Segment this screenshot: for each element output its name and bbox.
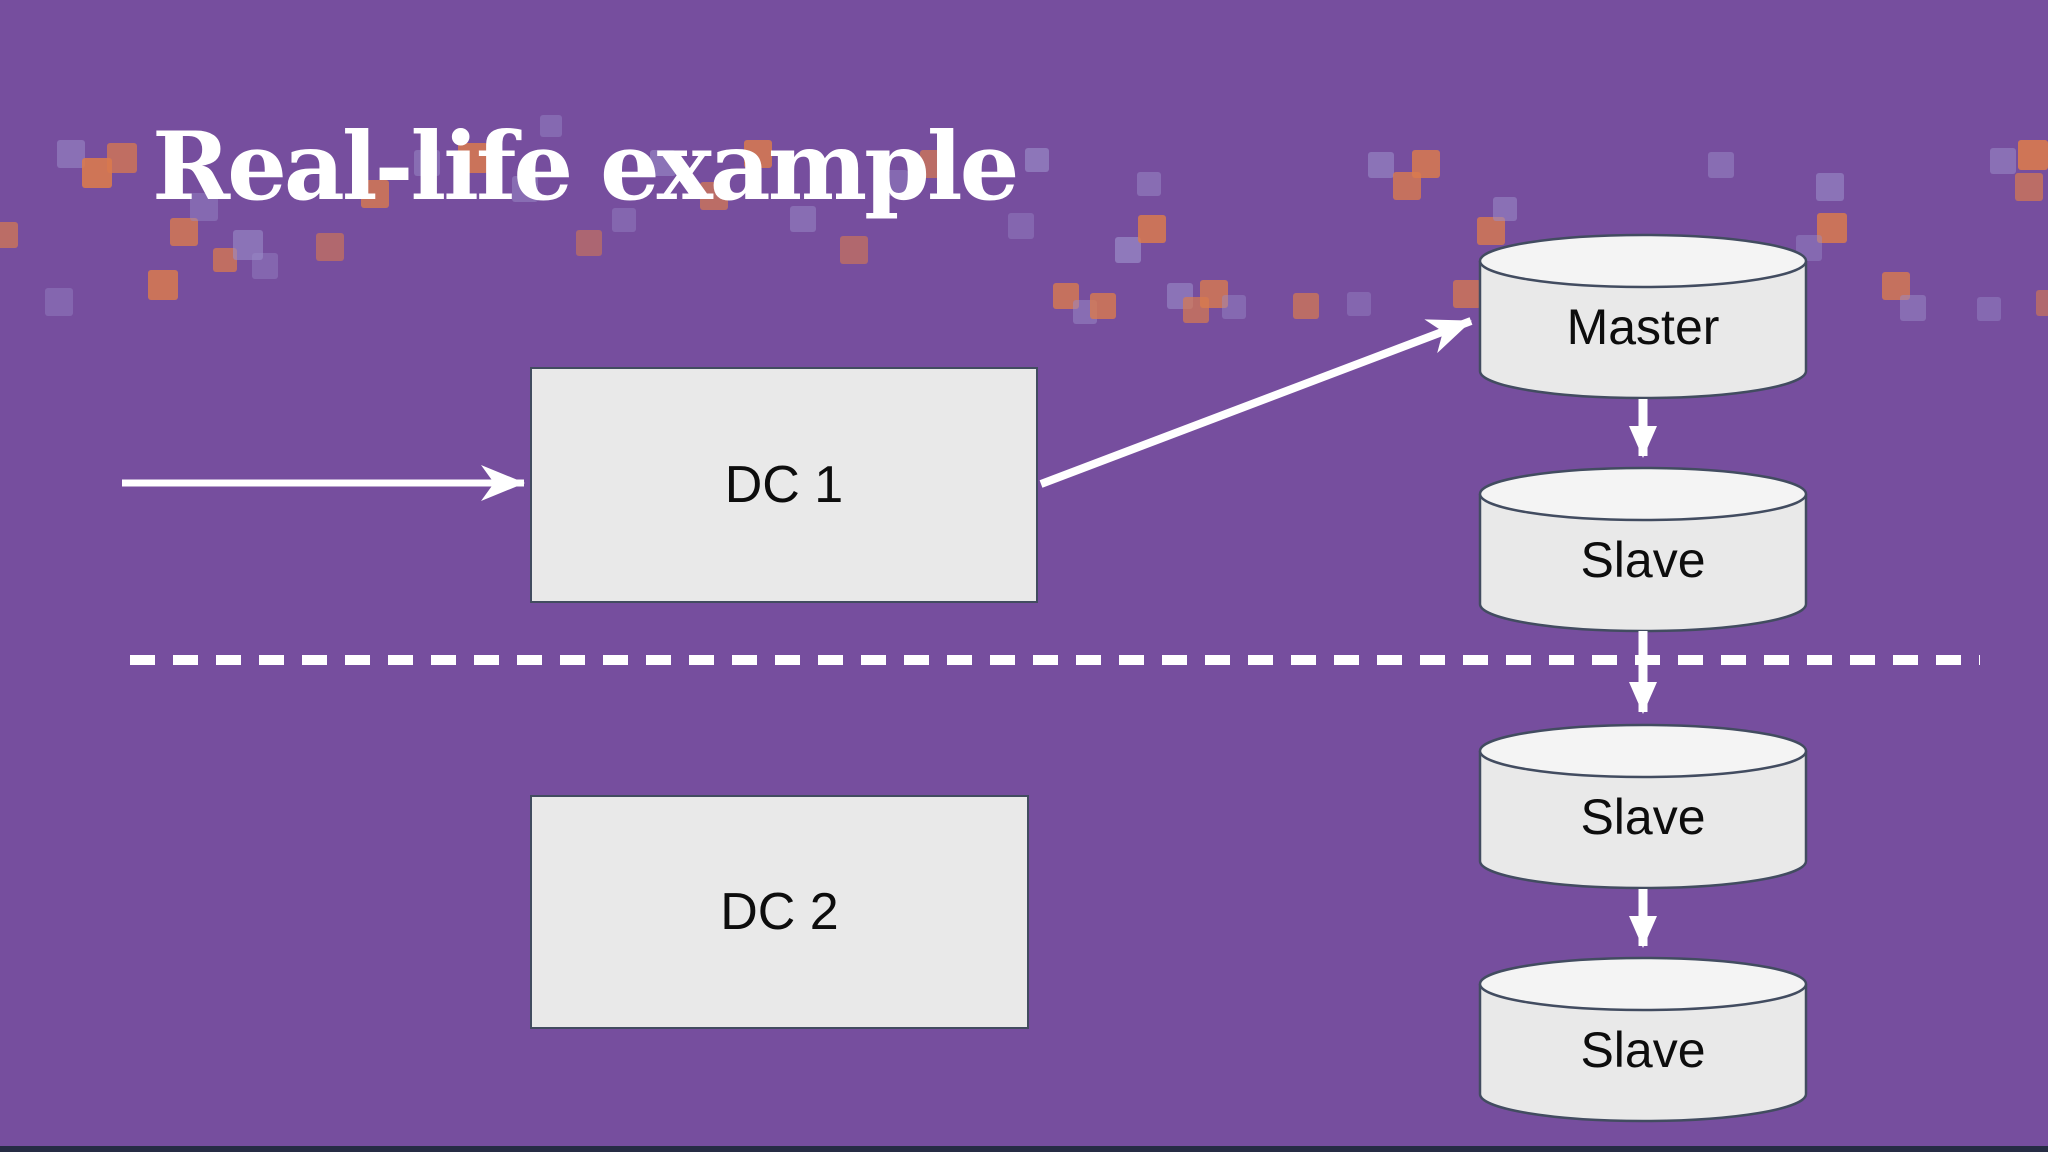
slave3-label: Slave xyxy=(1580,1022,1706,1078)
decorative-square xyxy=(1990,148,2016,174)
decorative-square xyxy=(1816,173,1844,201)
dc1-box: DC 1 xyxy=(530,367,1038,603)
decorative-square xyxy=(316,233,344,261)
decorative-square xyxy=(1493,197,1517,221)
decorative-square xyxy=(1090,293,1116,319)
decorative-square xyxy=(1137,172,1161,196)
dc1-label: DC 1 xyxy=(724,456,844,514)
cylinder-shape xyxy=(1478,956,1808,1123)
decorative-square xyxy=(458,143,488,173)
decorative-square xyxy=(1347,292,1371,316)
slave3-database-cylinder-icon: Slave xyxy=(1476,956,1810,1124)
cylinder-shape xyxy=(1478,723,1808,890)
slave2-label: Slave xyxy=(1580,789,1706,845)
decorative-square xyxy=(1293,293,1319,319)
decorative-square xyxy=(1368,152,1394,178)
datacenter-divider-dashed-line xyxy=(130,655,1980,665)
decorative-square xyxy=(1977,297,2001,321)
dc2-label: DC 2 xyxy=(720,883,839,941)
decorative-square xyxy=(45,288,73,316)
decorative-square xyxy=(1008,213,1034,239)
master-label: Master xyxy=(1566,299,1720,355)
decorative-square xyxy=(1115,237,1141,263)
decorative-square xyxy=(2015,173,2043,201)
decorative-square xyxy=(1900,295,1926,321)
decorative-square xyxy=(512,176,538,202)
decorative-square xyxy=(790,206,816,232)
decorative-square xyxy=(2018,140,2048,170)
decorative-square xyxy=(1138,215,1166,243)
decorative-square xyxy=(414,150,440,176)
decorative-square xyxy=(612,208,636,232)
slave1-database-cylinder-icon: Slave xyxy=(1476,466,1810,634)
decorative-square xyxy=(170,218,198,246)
decorative-square xyxy=(233,230,263,260)
decorative-square xyxy=(1453,280,1481,308)
decorative-square xyxy=(57,140,85,168)
footer-bar xyxy=(0,1146,2048,1152)
decorative-square xyxy=(1025,148,1049,172)
decorative-square xyxy=(540,115,562,137)
decorative-square xyxy=(1412,150,1440,178)
slave2-database-cylinder-icon: Slave xyxy=(1476,723,1810,891)
decorative-square xyxy=(650,150,676,176)
decorative-square xyxy=(700,182,728,210)
slide-title: Real-life example xyxy=(152,112,1019,222)
cylinder-shape xyxy=(1478,233,1808,400)
decorative-square xyxy=(252,253,278,279)
decorative-square xyxy=(1708,152,1734,178)
decorative-square xyxy=(840,236,868,264)
decorative-square xyxy=(107,143,137,173)
decorative-square xyxy=(1222,295,1246,319)
decorative-square xyxy=(1817,213,1847,243)
dc2-box: DC 2 xyxy=(530,795,1029,1029)
decorative-square xyxy=(744,140,772,168)
decorative-square xyxy=(1200,280,1228,308)
decorative-square xyxy=(2036,290,2048,316)
slave1-label: Slave xyxy=(1580,532,1706,588)
cylinder-shape xyxy=(1478,466,1808,633)
decorative-square xyxy=(576,230,602,256)
decorative-square xyxy=(148,270,178,300)
master-database-cylinder-icon: Master xyxy=(1476,233,1810,401)
decorative-square xyxy=(0,222,18,248)
decorative-square xyxy=(920,150,948,178)
decorative-square xyxy=(190,193,218,221)
decorative-square xyxy=(361,180,389,208)
decorative-square xyxy=(882,170,908,196)
decorative-square xyxy=(1477,217,1505,245)
